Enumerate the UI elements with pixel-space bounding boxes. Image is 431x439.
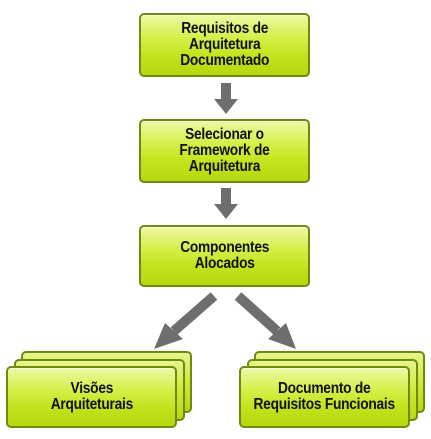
node-functional-requirements: Documento de Requisitos Funcionais bbox=[239, 366, 410, 428]
node-requirements-label: Requisitos de Arquitetura Documentado bbox=[180, 20, 269, 69]
node-allocated-components-label: Componentes Alocados bbox=[180, 239, 269, 272]
node-functional-requirements-label: Documento de Requisitos Funcionais bbox=[253, 380, 396, 413]
node-select-framework-label: Selecionar o Framework de Arquitetura bbox=[179, 126, 270, 175]
arrow-components-to-functional-doc bbox=[234, 292, 296, 349]
node-allocated-components: Componentes Alocados bbox=[139, 225, 310, 287]
node-architectural-views-label: Visões Arquiteturais bbox=[50, 380, 133, 413]
arrow-framework-to-components bbox=[214, 188, 238, 219]
node-select-framework: Selecionar o Framework de Arquitetura bbox=[139, 119, 310, 183]
arrow-requirements-to-framework bbox=[214, 83, 238, 114]
node-requirements-documented: Requisitos de Arquitetura Documentado bbox=[139, 13, 310, 77]
node-architectural-views: Visões Arquiteturais bbox=[6, 366, 177, 428]
arrow-components-to-views bbox=[154, 292, 218, 349]
